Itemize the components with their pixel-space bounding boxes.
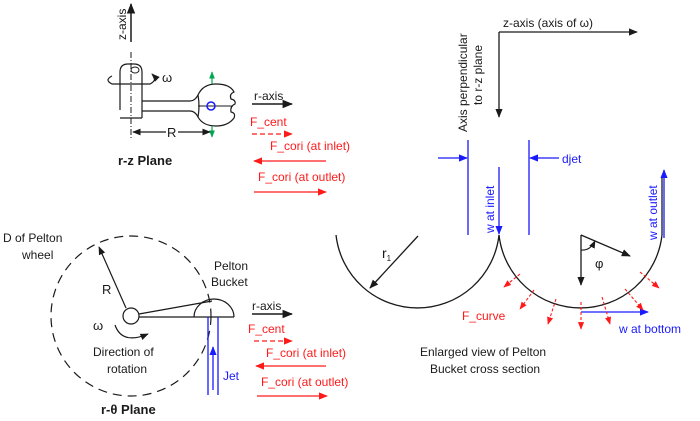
w-outlet-label: w at outlet <box>646 185 660 241</box>
f-curve-arrow <box>601 296 611 325</box>
djet-label: djet <box>562 152 582 166</box>
wheel-radius-arrow <box>98 246 127 309</box>
f-cori-outlet-label: F_cori (at outlet) <box>258 170 345 184</box>
f-curve-arrow <box>547 298 557 325</box>
phi-angled-arrow <box>580 234 631 257</box>
f-curve-arrow <box>503 273 521 288</box>
jet-cross-section <box>206 101 216 111</box>
f-cent-label: F_cent <box>250 115 287 129</box>
r-axis-label: r-axis <box>254 89 283 103</box>
f-curve-arrow <box>624 288 644 311</box>
rotation-label-line1: Direction of <box>93 345 154 359</box>
omega-label: ω <box>162 70 172 85</box>
shaft-top <box>130 66 140 74</box>
r1-radius-arrow <box>369 235 419 289</box>
radius-label: R <box>167 125 176 140</box>
bucket-side-view <box>197 83 236 127</box>
phi-label: φ <box>595 256 603 271</box>
f-cori-outlet-label: F_cori (at outlet) <box>261 375 348 389</box>
f-curve-label: F_curve <box>462 309 506 323</box>
perp-axis-label-line1: Axis perpendicular <box>456 33 470 132</box>
shaft <box>119 63 143 118</box>
arm-upper <box>138 300 213 315</box>
rtheta-plane-title: r-θ Plane <box>101 402 156 417</box>
left-cup-curve <box>335 234 500 309</box>
bucket-cross-section: z-axis (axis of ω) Axis perpendicular to… <box>335 16 681 376</box>
caption-line2: Bucket cross section <box>430 362 540 376</box>
z-axis-label: z-axis <box>115 9 129 40</box>
wheel-label-line2: wheel <box>21 248 53 262</box>
rotation-arrow-icon <box>107 73 160 85</box>
caption-line1: Enlarged view of Pelton <box>420 345 546 359</box>
omega-label: ω <box>93 318 103 333</box>
rz-plane: z-axis ω R r-z Plane r-axis F_cent F_cor… <box>107 2 350 196</box>
r1-label: r1 <box>382 245 392 263</box>
f-cori-inlet-label: F_cori (at inlet) <box>270 139 350 153</box>
f-curve-arrow <box>639 271 660 289</box>
w-bottom-label: w at bottom <box>618 322 681 336</box>
rotation-direction-arrow <box>114 324 149 341</box>
rtheta-plane: D of Pelton wheel R Pelton Bucket ω Dire… <box>3 231 348 417</box>
pelton-bucket-top-view <box>193 298 235 318</box>
f-curve-arrows <box>503 271 660 330</box>
hub <box>122 307 140 325</box>
phi-arc <box>580 240 596 251</box>
bucket-label-line1: Pelton <box>214 259 248 273</box>
r-axis-label: r-axis <box>252 299 281 313</box>
wheel-label-line1: D of Pelton <box>3 231 62 245</box>
jet-label: Jet <box>223 369 240 383</box>
pelton-wheel-circle <box>50 235 212 397</box>
perp-axis-label-line2: to r-z plane <box>471 45 485 105</box>
f-cent-label: F_cent <box>248 322 285 336</box>
bucket-label-line2: Bucket <box>211 275 248 289</box>
f-curve-arrow <box>519 289 535 310</box>
arm-flare <box>189 94 199 118</box>
rz-plane-title: r-z Plane <box>118 153 172 168</box>
w-inlet-label: w at inlet <box>483 185 497 234</box>
radius-label: R <box>102 282 111 297</box>
rotation-label-line2: rotation <box>107 362 147 376</box>
z-axis-label: z-axis (axis of ω) <box>503 16 593 30</box>
f-cori-inlet-label: F_cori (at inlet) <box>266 346 346 360</box>
